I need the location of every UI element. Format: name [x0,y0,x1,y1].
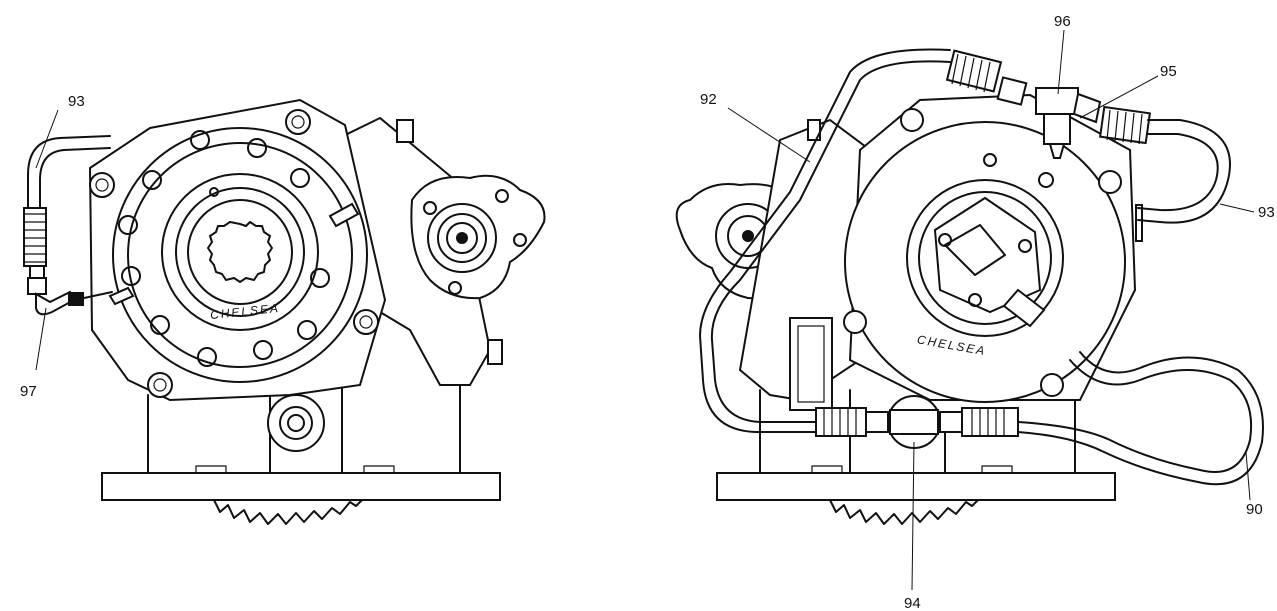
right-hose-90 [1017,351,1264,486]
right-gear [829,499,979,525]
left-gear [213,499,363,525]
left-flange-bolts [118,130,330,367]
left-lower-boss [267,394,325,452]
left-hose-crimp [23,207,47,267]
left-housing-bolts [89,109,503,398]
left-elbow-fitting-97 [68,292,84,306]
callout-92: 92 [700,91,717,108]
right-housing-bolts [807,108,1143,397]
callout-93-right: 93 [1258,204,1275,221]
right-hose-92 [699,48,951,433]
callout-93-left: 93 [68,93,85,110]
left-hose-93 [27,135,111,215]
callout-97: 97 [20,383,37,400]
left-hydraulic-pump [410,174,546,300]
left-base-plate [101,472,501,501]
callout-94: 94 [904,595,921,611]
right-hose-93 [1137,119,1231,224]
right-pto-view: CHELSEA 96 95 92 93 90 94 [675,13,1275,611]
right-sight-gauge [789,317,833,411]
right-tee-fitting-96 [1035,87,1079,115]
left-pto-view: CHELSEA 93 97 [20,93,546,525]
right-bottom-crimp-right [961,407,1019,437]
callout-96: 96 [1054,13,1071,30]
right-shaft-coupling [933,196,1042,314]
right-fitting-95 [1072,92,1102,124]
callout-90: 90 [1246,501,1263,518]
callout-95: 95 [1160,63,1177,80]
left-output-flange [112,127,368,383]
right-base-plate [716,472,1116,501]
left-splined-shaft [207,221,273,283]
